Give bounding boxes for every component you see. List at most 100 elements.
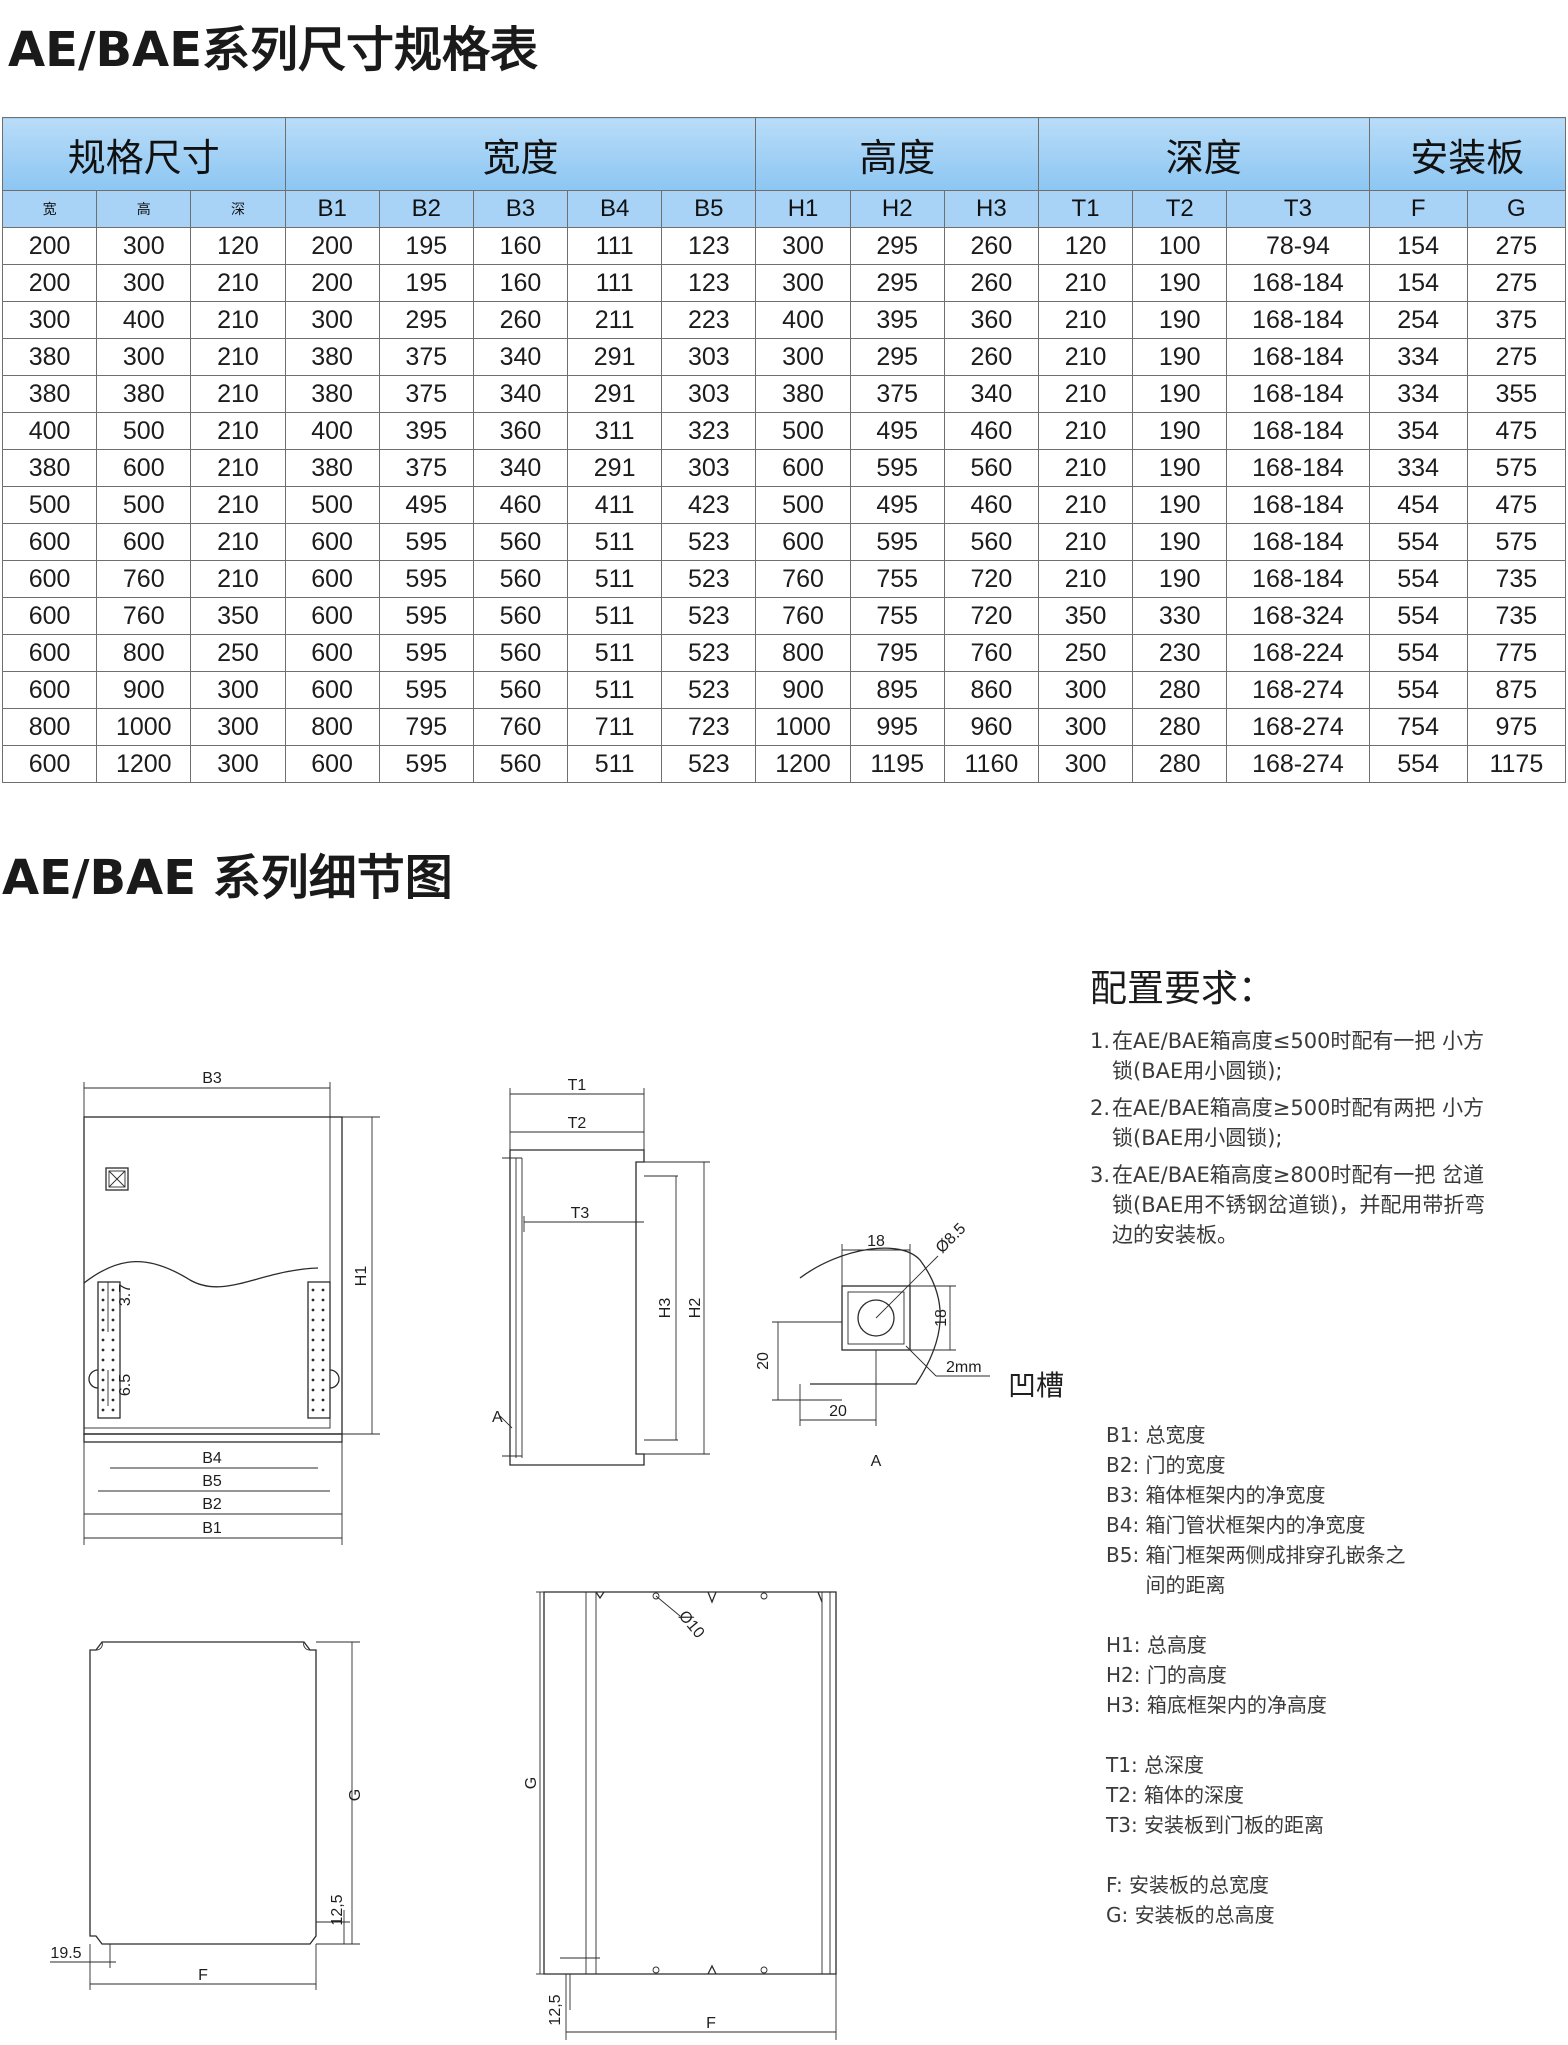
requirement-item: 1.在AE/BAE箱高度≤500时配有一把 小方锁(BAE用小圆锁); [1090, 1026, 1500, 1086]
perforation-hole [311, 1318, 315, 1322]
legend-key: F: [1106, 1873, 1130, 1897]
perforation-hole [111, 1378, 115, 1382]
table-cell: 200 [1, 227, 98, 265]
perforation-hole [111, 1308, 115, 1312]
column-header: H3 [943, 190, 1039, 228]
table-cell: 380 [96, 375, 192, 413]
table-cell: 800 [755, 634, 851, 672]
table-cell: 560 [472, 560, 569, 598]
table-cell: 123 [661, 227, 757, 265]
table-cell: 303 [661, 338, 757, 376]
detail-section-title: AE/BAE 系列细节图 [2, 850, 453, 906]
table-cell: 523 [661, 671, 757, 709]
svg-text:6.5: 6.5 [117, 1374, 134, 1396]
table-cell: 210 [190, 301, 286, 339]
svg-text:12,5: 12,5 [547, 1994, 564, 2025]
legend-row: F: 安装板的总宽度 [1106, 1870, 1406, 1900]
table-cell: 523 [661, 560, 757, 598]
table-cell: 554 [1368, 560, 1468, 598]
svg-text:F: F [706, 2015, 716, 2032]
legend-value: 箱门管状框架内的净宽度 [1145, 1513, 1366, 1537]
table-cell: 210 [1037, 338, 1134, 376]
perforation-hole [311, 1338, 315, 1342]
table-cell: 395 [378, 412, 474, 450]
table-cell: 600 [284, 560, 380, 598]
table-cell: 495 [849, 486, 945, 524]
legend-value: 箱底框架内的净高度 [1146, 1693, 1327, 1717]
svg-text:G: G [347, 1789, 364, 1801]
perforation-hole [311, 1348, 315, 1352]
legend-key: B1: [1106, 1423, 1146, 1447]
table-cell: 595 [378, 597, 474, 635]
table-cell: 111 [567, 264, 663, 302]
table-cell: 300 [190, 708, 286, 746]
table-cell: 168-184 [1226, 560, 1370, 598]
table-cell: 735 [1466, 597, 1567, 635]
column-header: B2 [378, 190, 474, 228]
table-cell: 168-184 [1226, 449, 1370, 487]
table-cell: 500 [96, 412, 192, 450]
table-cell: 190 [1132, 486, 1228, 524]
table-cell: 111 [567, 227, 663, 265]
legend-row: B3: 箱体框架内的净宽度 [1106, 1480, 1406, 1510]
svg-text:B5: B5 [202, 1473, 222, 1490]
table-cell: 600 [96, 449, 192, 487]
legend-key: T3: [1106, 1813, 1145, 1837]
column-header: F [1368, 190, 1468, 228]
perforation-hole [311, 1298, 315, 1302]
table-cell: 300 [755, 338, 851, 376]
perforation-hole [101, 1308, 105, 1312]
table-cell: 860 [943, 671, 1039, 709]
svg-text:H1: H1 [353, 1266, 370, 1287]
legend-value: 安装板的总高度 [1134, 1903, 1275, 1927]
perforation-hole [101, 1298, 105, 1302]
perforation-hole [321, 1328, 325, 1332]
table-cell: 340 [943, 375, 1039, 413]
table-cell: 600 [284, 597, 380, 635]
legend-key: B3: [1106, 1483, 1146, 1507]
svg-text:H3: H3 [657, 1298, 674, 1319]
perforation-hole [321, 1288, 325, 1292]
table-cell: 595 [378, 634, 474, 672]
table-cell: 760 [755, 597, 851, 635]
table-cell: 350 [190, 597, 286, 635]
table-cell: 260 [943, 264, 1039, 302]
table-cell: 495 [378, 486, 474, 524]
perforation-hole [101, 1288, 105, 1292]
table-cell: 300 [284, 301, 380, 339]
group-header-mounting-plate: 安装板 [1368, 117, 1567, 191]
table-cell: 168-184 [1226, 486, 1370, 524]
table-cell: 210 [190, 264, 286, 302]
table-cell: 800 [284, 708, 380, 746]
table-cell: 995 [849, 708, 945, 746]
table-cell: 375 [378, 449, 474, 487]
table-cell: 711 [567, 708, 663, 746]
table-cell: 795 [849, 634, 945, 672]
perforation-hole [311, 1388, 315, 1392]
table-cell: 595 [378, 560, 474, 598]
table-cell: 210 [190, 449, 286, 487]
svg-text:T3: T3 [571, 1205, 590, 1222]
perforation-hole [321, 1368, 325, 1372]
table-cell: 595 [378, 523, 474, 561]
table-cell: 600 [1, 560, 98, 598]
table-cell: 280 [1132, 671, 1228, 709]
requirements-list: 1.在AE/BAE箱高度≤500时配有一把 小方锁(BAE用小圆锁);2.在AE… [1090, 1026, 1500, 1257]
table-cell: 210 [190, 560, 286, 598]
legend-value: 总宽度 [1145, 1423, 1206, 1447]
perforation-hole [311, 1408, 315, 1412]
table-cell: 395 [849, 301, 945, 339]
table-cell: 210 [190, 338, 286, 376]
legend-value: 总高度 [1146, 1633, 1207, 1657]
table-cell: 210 [1037, 560, 1134, 598]
table-cell: 360 [943, 301, 1039, 339]
perforation-hole [311, 1308, 315, 1312]
table-cell: 210 [190, 486, 286, 524]
table-cell: 300 [96, 338, 192, 376]
